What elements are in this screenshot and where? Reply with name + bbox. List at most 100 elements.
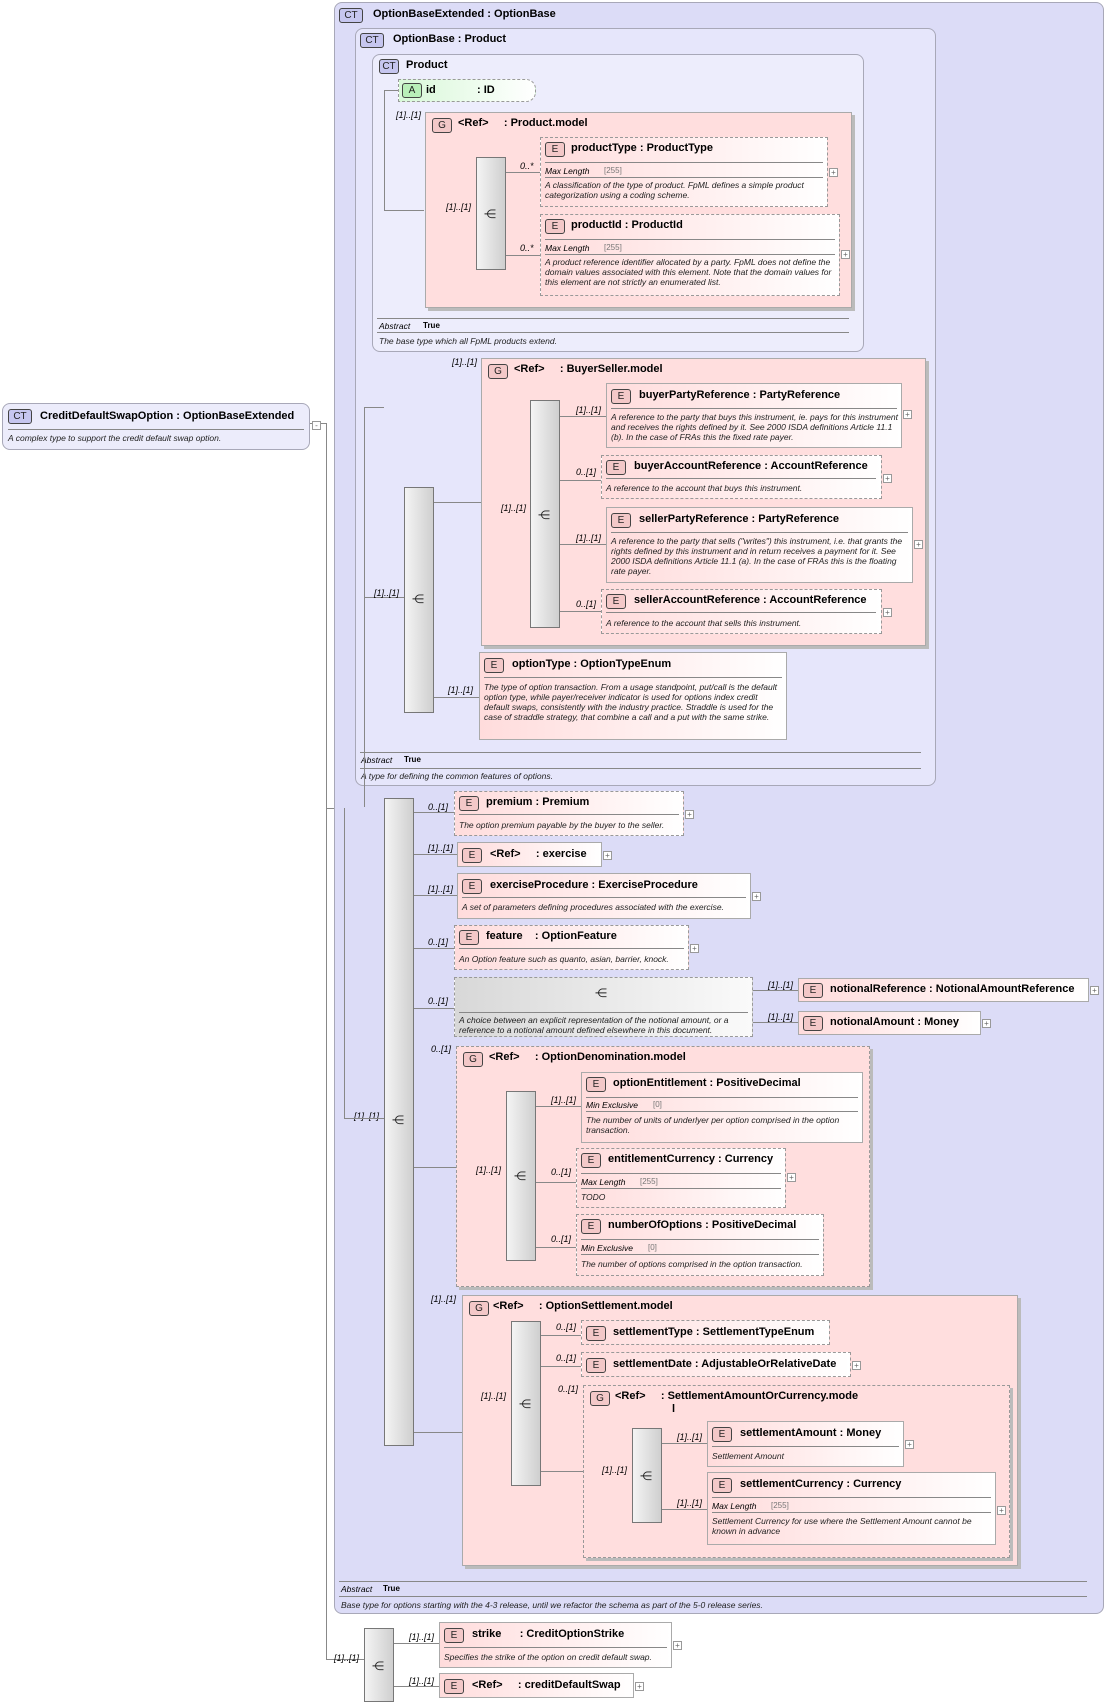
cardinality: 0..[1] bbox=[428, 802, 449, 812]
expand-icon[interactable]: + bbox=[883, 608, 892, 617]
expand-icon[interactable]: + bbox=[752, 892, 761, 901]
expand-icon[interactable]: + bbox=[685, 810, 694, 819]
divider bbox=[581, 1239, 819, 1240]
group-ref: <Ref> : BuyerSeller.model bbox=[514, 363, 663, 375]
abstract-value: True bbox=[383, 1584, 400, 1593]
element-notionalReference[interactable]: E notionalReference : NotionalAmountRefe… bbox=[798, 978, 1099, 1002]
connector bbox=[364, 597, 404, 598]
facet-value: [255] bbox=[604, 243, 622, 252]
cardinality: 0..* bbox=[520, 243, 534, 253]
element-strike[interactable]: E strike : CreditOptionStrike Specifies … bbox=[439, 1622, 682, 1668]
element-optionType[interactable]: E optionType : OptionTypeEnum The type o… bbox=[479, 652, 787, 740]
root-complex-type[interactable]: CT CreditDefaultSwapOption : OptionBaseE… bbox=[2, 403, 321, 450]
sequence-compositor[interactable]: ⋲ bbox=[530, 400, 560, 628]
element-productType[interactable]: E productType : ProductType Max Length [… bbox=[540, 137, 838, 207]
expand-icon[interactable]: + bbox=[1090, 986, 1099, 995]
element-title: <Ref> : creditDefaultSwap bbox=[472, 1679, 621, 1691]
element-creditDefaultSwap-ref[interactable]: E <Ref> : creditDefaultSwap + bbox=[439, 1673, 644, 1698]
expand-icon[interactable]: + bbox=[982, 1019, 991, 1028]
expand-icon[interactable]: + bbox=[603, 851, 612, 860]
element-buyerAccountReference[interactable]: E buyerAccountReference : AccountReferen… bbox=[601, 455, 892, 499]
expand-icon[interactable]: + bbox=[690, 944, 699, 953]
expand-icon[interactable]: + bbox=[997, 1506, 1006, 1515]
expand-icon[interactable]: + bbox=[903, 410, 912, 419]
element-settlementCurrency[interactable]: E settlementCurrency : Currency Max Leng… bbox=[707, 1472, 1006, 1545]
element-settlementType[interactable]: E settlementType : SettlementTypeEnum bbox=[581, 1320, 830, 1345]
connector bbox=[541, 1335, 581, 1336]
divider bbox=[545, 254, 835, 255]
complex-type-icon: CT bbox=[339, 8, 363, 23]
cardinality: 0..[1] bbox=[428, 996, 449, 1006]
connector bbox=[394, 1643, 439, 1644]
element-title: productId : ProductId bbox=[571, 219, 683, 231]
element-name: sellerPartyReference bbox=[639, 513, 749, 525]
expand-icon[interactable]: + bbox=[841, 250, 850, 259]
divider bbox=[8, 429, 304, 430]
ref-label: <Ref> bbox=[490, 848, 521, 860]
element-sellerAccountReference[interactable]: E sellerAccountReference : AccountRefere… bbox=[601, 589, 892, 634]
collapse-icon[interactable]: - bbox=[312, 421, 321, 430]
element-icon: E bbox=[712, 1427, 732, 1442]
element-name: optionEntitlement bbox=[613, 1077, 707, 1089]
element-exercise-ref[interactable]: E <Ref> : exercise + bbox=[457, 842, 612, 867]
element-type: PartyReference bbox=[759, 389, 841, 401]
cardinality: [1]..[1] bbox=[476, 1165, 502, 1175]
element-notionalAmount[interactable]: E notionalAmount : Money + bbox=[798, 1011, 991, 1035]
element-productId[interactable]: E productId : ProductId Max Length [255]… bbox=[540, 214, 850, 296]
abstract-value: True bbox=[423, 321, 440, 330]
element-settlementAmount[interactable]: E settlementAmount : Money Settlement Am… bbox=[707, 1421, 914, 1467]
cardinality: [1]..[1] bbox=[576, 405, 602, 415]
expand-icon[interactable]: + bbox=[914, 540, 923, 549]
element-type: CreditOptionStrike bbox=[526, 1628, 625, 1640]
sequence-icon: ⋲ bbox=[514, 1169, 526, 1183]
element-premium[interactable]: E premium : Premium The option premium p… bbox=[454, 791, 694, 836]
expand-icon[interactable]: + bbox=[787, 1173, 796, 1182]
connector bbox=[506, 255, 540, 256]
sequence-icon: ⋲ bbox=[519, 1397, 531, 1411]
cardinality: [1]..[1] bbox=[428, 884, 454, 894]
element-type: PartyReference bbox=[758, 513, 839, 525]
type-name: OptionBase : Product bbox=[393, 33, 507, 45]
choice-compositor[interactable]: ⋲ A choice between an explicit represent… bbox=[454, 977, 753, 1037]
sequence-compositor[interactable]: ⋲ bbox=[511, 1321, 541, 1486]
element-entitlementCurrency[interactable]: E entitlementCurrency : Currency Max Len… bbox=[576, 1148, 796, 1208]
expand-icon[interactable]: + bbox=[635, 1682, 644, 1691]
element-buyerPartyReference[interactable]: E buyerPartyReference : PartyReference A… bbox=[606, 383, 912, 448]
element-type: Currency bbox=[724, 1153, 774, 1165]
attribute-id[interactable]: A id : ID bbox=[398, 79, 536, 102]
element-icon: E bbox=[611, 513, 631, 528]
expand-icon[interactable]: + bbox=[829, 168, 838, 177]
type-ref: Product bbox=[464, 33, 507, 45]
divider bbox=[339, 1596, 1087, 1597]
element-title: premium : Premium bbox=[486, 796, 590, 808]
expand-icon[interactable]: + bbox=[905, 1440, 914, 1449]
sequence-compositor[interactable]: ⋲ bbox=[476, 157, 506, 270]
element-name: optionType bbox=[512, 658, 571, 670]
element-optionEntitlement[interactable]: E optionEntitlement : PositiveDecimal Mi… bbox=[581, 1072, 863, 1143]
element-icon: E bbox=[484, 658, 504, 673]
facet-value: [255] bbox=[640, 1177, 658, 1186]
expand-icon[interactable]: + bbox=[673, 1641, 682, 1650]
element-numberOfOptions[interactable]: E numberOfOptions : PositiveDecimal Min … bbox=[576, 1214, 824, 1276]
group-ref: <Ref> : OptionDenomination.model bbox=[489, 1051, 686, 1063]
connector bbox=[384, 210, 424, 211]
element-sellerPartyReference[interactable]: E sellerPartyReference : PartyReference … bbox=[606, 507, 923, 583]
sequence-compositor[interactable]: ⋲ bbox=[632, 1428, 662, 1523]
cardinality: [1]..[1] bbox=[768, 1012, 794, 1022]
divider bbox=[581, 1188, 781, 1189]
divider bbox=[444, 1647, 667, 1648]
sequence-compositor[interactable]: ⋲ bbox=[404, 487, 434, 713]
element-feature[interactable]: E feature : OptionFeature An Option feat… bbox=[454, 925, 699, 970]
sequence-compositor[interactable]: ⋲ bbox=[506, 1091, 536, 1261]
element-exerciseProcedure[interactable]: E exerciseProcedure : ExerciseProcedure … bbox=[457, 873, 761, 919]
sequence-compositor[interactable]: ⋲ bbox=[364, 1628, 394, 1702]
sequence-compositor[interactable]: ⋲ bbox=[384, 798, 414, 1446]
expand-icon[interactable]: + bbox=[883, 474, 892, 483]
abstract-label: Abstract bbox=[361, 755, 393, 765]
connector bbox=[560, 416, 606, 417]
connector bbox=[414, 812, 454, 813]
connector bbox=[344, 808, 345, 1118]
element-title: exerciseProcedure : ExerciseProcedure bbox=[490, 879, 698, 891]
element-settlementDate[interactable]: E settlementDate : AdjustableOrRelativeD… bbox=[581, 1352, 861, 1377]
expand-icon[interactable]: + bbox=[852, 1361, 861, 1370]
